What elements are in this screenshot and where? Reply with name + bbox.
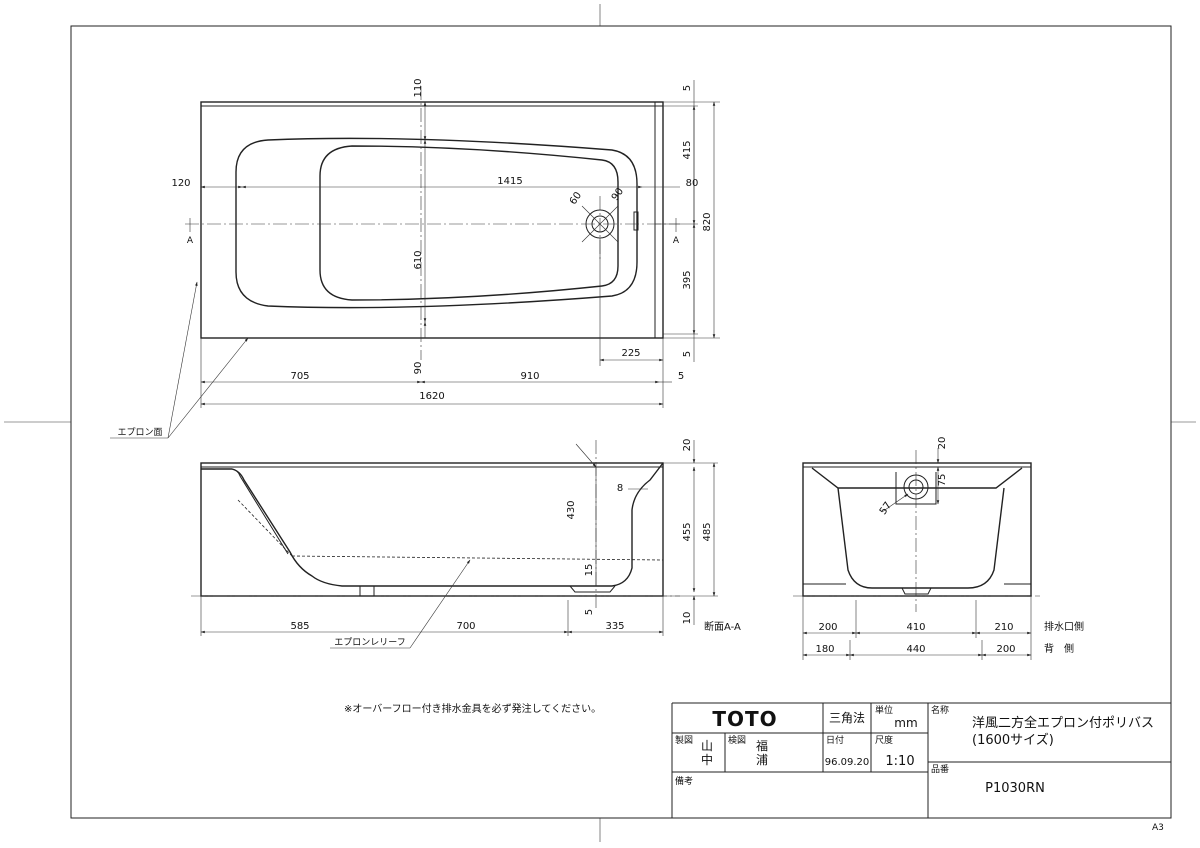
date-value: 96.09.20 — [825, 757, 870, 768]
dim-120: 120 — [171, 178, 190, 189]
dim-110: 110 — [413, 78, 424, 97]
plan-view: A A 5 415 395 5 820 110 610 90 — [110, 78, 720, 439]
part-number-value: P1030RN — [985, 781, 1045, 796]
dim-75: 75 — [937, 474, 948, 487]
back-side-label: 背 側 — [1044, 642, 1074, 655]
dim-395: 395 — [682, 270, 693, 289]
dim-335: 335 — [605, 621, 624, 632]
section-tub-profile — [201, 462, 664, 587]
section-inner-dimensions: 430 15 5 8 — [566, 443, 648, 615]
section-label: 断面A-A — [704, 620, 741, 633]
dim-485: 485 — [702, 522, 713, 541]
apron-relief-callout: エプロンレリーフ — [330, 559, 471, 649]
dim-1620: 1620 — [419, 391, 444, 402]
scale-value: 1:10 — [885, 754, 914, 769]
apron-face-label: エプロン面 — [117, 427, 162, 438]
dim-90-drain: 90 — [610, 186, 626, 203]
order-note: ※オーバーフロー付き排水金具を必ず発注してください。 — [344, 702, 601, 715]
dim-r1-200: 200 — [818, 622, 837, 633]
title-block: TOTO 三角法 単位 mm 名称 洋風二方全エプロン付ポリバス (1600サイ… — [671, 702, 1171, 818]
dim-r2-180: 180 — [815, 644, 834, 655]
dim-455: 455 — [682, 522, 693, 541]
drafted-by-2: 中 — [701, 752, 713, 767]
plan-depth-dimensions: 110 610 90 — [413, 78, 427, 375]
dim-5: 5 — [678, 371, 684, 382]
side-tub-profile — [811, 467, 1023, 589]
drafted-label: 製図 — [675, 734, 693, 746]
dim-90-bottom: 90 — [413, 362, 424, 375]
plan-length-dimensions-top: 120 1415 80 60 90 — [171, 176, 698, 207]
apron-face-callout: エプロン面 — [110, 281, 249, 439]
side-outline — [802, 462, 1032, 597]
dim-705: 705 — [290, 371, 309, 382]
plan-drain-offset-dimension: 225 — [599, 238, 664, 366]
checked-by-1: 福 — [756, 738, 768, 753]
plan-basin-floor — [319, 145, 619, 301]
name-label: 名称 — [931, 704, 949, 716]
section-height-dimensions: 20 455 485 10 — [663, 439, 718, 625]
section-outline — [200, 462, 664, 597]
dim-bottom-5: 5 — [682, 351, 693, 357]
product-name-line-2: (1600サイズ) — [972, 732, 1054, 748]
dim-430: 430 — [566, 500, 577, 519]
dim-r2-440: 440 — [906, 644, 925, 655]
dim-80: 80 — [686, 178, 699, 189]
dim-r1-410: 410 — [906, 622, 925, 633]
side-dims-row-2: 180 440 200 背 側 — [802, 640, 1074, 660]
product-name-line-1: 洋風二方全エプロン付ポリバス — [972, 715, 1154, 731]
dim-section-20: 20 — [682, 439, 693, 452]
dim-r2-200: 200 — [996, 644, 1015, 655]
sheet-border — [70, 25, 1172, 819]
drafted-by-1: 山 — [701, 739, 713, 753]
date-label: 日付 — [826, 735, 844, 746]
toto-logo: TOTO — [712, 707, 777, 731]
unit-value: mm — [894, 716, 917, 730]
section-mark-left: A — [187, 236, 194, 246]
dim-8: 8 — [617, 483, 623, 494]
plan-length-dimensions-bottom: 705 910 5 1620 — [200, 338, 684, 408]
sheet-size: A3 — [1152, 823, 1164, 833]
apron-relief-label: エプロンレリーフ — [334, 637, 405, 648]
projection-method: 三角法 — [829, 711, 865, 725]
drain-side-label: 排水口側 — [1044, 620, 1084, 633]
dim-585: 585 — [290, 621, 309, 632]
dim-section-5: 5 — [584, 609, 595, 615]
dim-section-10: 10 — [682, 612, 693, 625]
dim-910: 910 — [520, 371, 539, 382]
scale-label: 尺度 — [875, 734, 893, 746]
unit-label: 単位 — [875, 704, 893, 716]
dim-top-5: 5 — [682, 85, 693, 91]
section-mark-right: A — [673, 236, 680, 246]
side-dims-row-1: 200 410 210 排水口側 — [802, 596, 1084, 660]
dim-side-20: 20 — [937, 437, 948, 450]
plan-right-dimensions: 5 415 395 5 820 — [655, 80, 720, 362]
dim-r1-210: 210 — [994, 622, 1013, 633]
part-number-label: 品番 — [931, 763, 949, 775]
dim-225: 225 — [621, 348, 640, 359]
apron-relief-hatch — [237, 499, 293, 557]
checked-label: 検図 — [728, 734, 746, 746]
dim-1415: 1415 — [497, 176, 522, 187]
center-marks — [4, 4, 1196, 842]
plan-rim-inner — [235, 137, 638, 309]
side-dims-vertical: 20 75 57 — [878, 437, 948, 517]
section-length-dimensions: 585 700 335 — [200, 596, 664, 636]
dim-415: 415 — [682, 140, 693, 159]
dim-820: 820 — [702, 212, 713, 231]
section-view: 20 455 485 10 430 15 5 8 585 700 335 断面A… — [191, 439, 741, 649]
dim-610: 610 — [413, 250, 424, 269]
dim-700: 700 — [456, 621, 475, 632]
side-view: 20 75 57 200 410 210 排水口側 180 440 — [793, 437, 1084, 660]
checked-by-2: 浦 — [756, 753, 768, 767]
dim-57: 57 — [878, 500, 894, 517]
dim-15: 15 — [584, 564, 595, 577]
dim-60: 60 — [568, 190, 584, 207]
plan-outline — [200, 101, 664, 339]
remarks-label: 備考 — [675, 775, 693, 787]
